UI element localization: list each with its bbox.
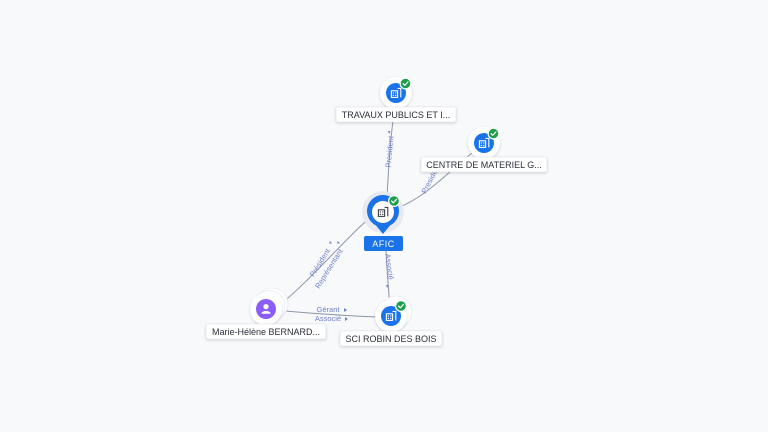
node-centre-name: CENTRE DE MATERIEL G... [426,160,542,170]
node-centre[interactable] [468,127,500,159]
node-travaux[interactable] [380,77,412,109]
node-person-name: Marie-Hélène BERNARD... [212,327,320,337]
edge-label-person-sci-1: Gérant [317,305,341,314]
node-sci[interactable] [375,295,413,332]
node-afic-label[interactable]: AFIC [364,236,403,251]
node-afic[interactable] [362,191,404,234]
node-sci-name: SCI ROBIN DES BOIS [345,334,436,344]
arrow-marker [388,131,391,134]
node-person-label[interactable]: Marie-Hélène BERNARD... [205,323,327,340]
edge-label-afic-travaux: President [384,135,396,168]
node-centre-label[interactable]: CENTRE DE MATERIEL G... [420,156,548,173]
edge-label-afic-sci: Associé [383,253,396,280]
edge-label-person-sci-2: Associé [315,314,341,323]
edge-arrows [329,131,391,321]
node-person[interactable] [250,287,289,325]
node-travaux-name: TRAVAUX PUBLICS ET I... [342,110,451,120]
arrow-marker [345,317,348,321]
node-sci-label[interactable]: SCI ROBIN DES BOIS [339,330,443,347]
person-icon [261,304,271,314]
verified-check-icon [395,300,407,312]
node-afic-name: AFIC [372,239,395,249]
verified-check-icon [399,77,412,90]
arrow-marker [344,308,347,312]
edge-person-sci [284,310,379,318]
verified-check-icon [388,195,400,207]
verified-check-icon [487,127,500,140]
arrow-marker [337,241,340,244]
edge-person-afic [280,221,366,305]
arrow-marker [386,285,389,288]
node-travaux-label[interactable]: TRAVAUX PUBLICS ET I... [335,106,457,123]
edge-afic-centre [396,147,479,209]
arrow-marker [329,241,332,244]
